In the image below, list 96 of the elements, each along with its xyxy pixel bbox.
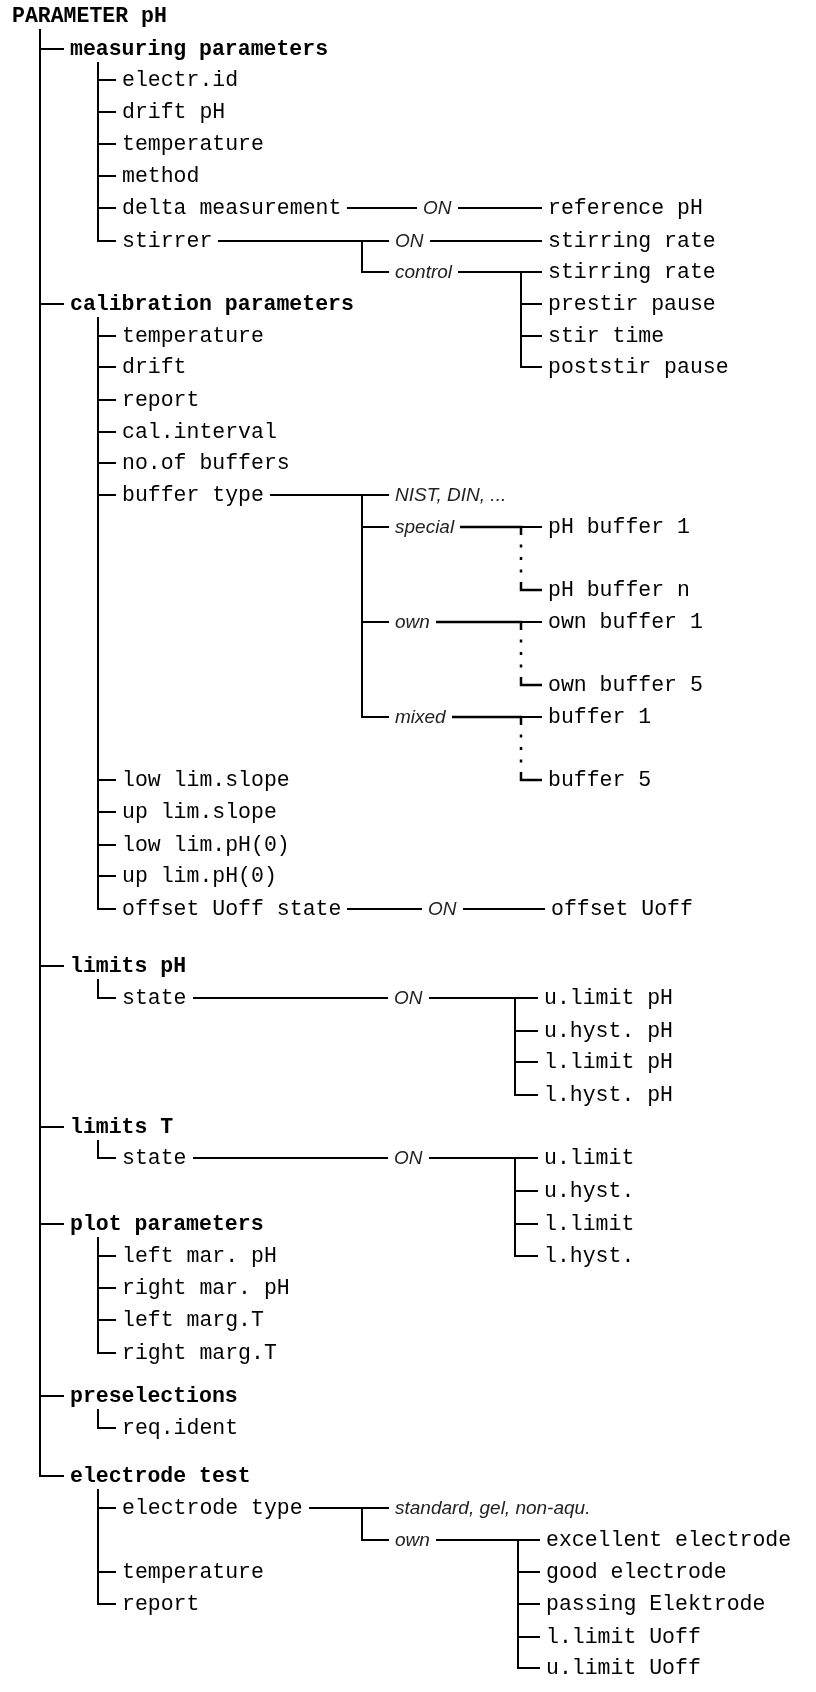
- parameter-label: l.limit pH: [538, 1049, 680, 1076]
- option-label: ON: [417, 195, 458, 222]
- parameter-label: stirrer: [116, 227, 219, 254]
- option-label: ON: [422, 895, 463, 922]
- tree-connector: [457, 271, 543, 368]
- parameter-label: stirring rate: [542, 227, 722, 254]
- parameter-label: state: [116, 985, 193, 1012]
- parameter-label: poststir pause: [542, 354, 735, 381]
- parameter-label: method: [116, 163, 206, 190]
- parameter-label: prestir pause: [542, 291, 722, 318]
- tree-connector: [97, 1408, 117, 1429]
- parameter-label: own buffer 1: [542, 608, 709, 635]
- section-heading: limits pH: [64, 953, 193, 980]
- tree-connector: [192, 1157, 389, 1159]
- parameter-label: report: [116, 387, 206, 414]
- parameter-label: electrode type: [116, 1494, 309, 1521]
- parameter-label: state: [116, 1145, 193, 1172]
- option-label: ON: [389, 227, 430, 254]
- section-heading: limits T: [64, 1113, 180, 1140]
- parameter-label: report: [116, 1590, 206, 1617]
- parameter-label: delta measurement: [116, 195, 348, 222]
- parameter-label: right marg.T: [116, 1339, 283, 1366]
- parameter-label: req.ident: [116, 1414, 245, 1441]
- parameter-label: temperature: [116, 1559, 270, 1586]
- tree-connector: [457, 207, 543, 209]
- section-heading: measuring parameters: [64, 35, 335, 62]
- tree-connector: [97, 1139, 117, 1159]
- parameter-label: temperature: [116, 322, 270, 349]
- tree-connector: [346, 207, 418, 209]
- parameter-label: pH buffer 1: [542, 513, 696, 540]
- option-label: mixed: [389, 703, 452, 730]
- tree-root-label: PARAMETER pH: [6, 3, 173, 29]
- section-heading: plot parameters: [64, 1210, 270, 1237]
- tree-connector: [97, 1488, 117, 1605]
- tree-connector: [97, 1236, 117, 1354]
- tree-connector: [269, 494, 390, 718]
- parameter-label: u.limit: [538, 1145, 641, 1172]
- option-label: special: [389, 513, 461, 540]
- parameter-label: electr.id: [116, 67, 245, 94]
- parameter-label: l.hyst.: [538, 1243, 641, 1270]
- parameter-label: up lim.pH(0): [116, 863, 283, 890]
- tree-connector: [217, 240, 390, 273]
- parameter-label: cal.interval: [116, 418, 283, 445]
- option-label: standard, gel, non-aqu.: [389, 1494, 597, 1521]
- parameter-label: buffer 5: [542, 767, 658, 794]
- parameter-label: excellent electrode: [540, 1526, 798, 1553]
- parameter-label: drift: [116, 354, 193, 381]
- section-heading: electrode test: [64, 1463, 257, 1490]
- option-label: own: [389, 1526, 436, 1553]
- parameter-label: l.hyst. pH: [538, 1082, 680, 1109]
- tree-connector: [346, 908, 423, 910]
- option-label: control: [389, 259, 459, 286]
- parameter-label: left marg.T: [116, 1306, 270, 1333]
- tree-connector: [428, 997, 539, 1096]
- parameter-label: own buffer 5: [542, 672, 709, 699]
- parameter-label: good electrode: [540, 1559, 733, 1586]
- tree-connector: [435, 1539, 541, 1669]
- parameter-label: low lim.pH(0): [116, 831, 296, 858]
- parameter-label: pH buffer n: [542, 577, 696, 604]
- parameter-label: offset Uoff state: [116, 895, 348, 922]
- parameter-label: u.hyst.: [538, 1178, 641, 1205]
- parameter-label: u.limit pH: [538, 985, 680, 1012]
- tree-connector: [460, 525, 542, 592]
- tree-connector: [97, 61, 117, 242]
- parameter-label: no.of buffers: [116, 450, 296, 477]
- parameter-label: stir time: [542, 322, 671, 349]
- parameter-label: left mar. pH: [116, 1243, 283, 1270]
- parameter-label: stirring rate: [542, 259, 722, 286]
- parameter-label: u.hyst. pH: [538, 1017, 680, 1044]
- parameter-label: l.limit: [538, 1210, 641, 1237]
- parameter-label: right mar. pH: [116, 1275, 296, 1302]
- option-label: NIST, DIN, ...: [389, 482, 513, 509]
- parameter-label: drift pH: [116, 99, 232, 125]
- tree-connector: [462, 908, 546, 910]
- parameter-label: l.limit Uoff: [540, 1623, 707, 1650]
- tree-connector: [192, 997, 389, 999]
- tree-connector: [436, 620, 542, 687]
- tree-connector: [308, 1507, 390, 1541]
- option-label: own: [389, 608, 436, 635]
- section-heading: calibration parameters: [64, 291, 360, 318]
- parameter-label: offset Uoff: [545, 895, 699, 922]
- parameter-label: buffer 1: [542, 703, 658, 730]
- parameter-label: up lim.slope: [116, 798, 283, 825]
- parameter-label: reference pH: [542, 195, 709, 222]
- section-heading: preselections: [64, 1383, 244, 1410]
- tree-connector: [429, 240, 543, 242]
- tree-connector: [97, 978, 117, 999]
- option-label: ON: [388, 1145, 429, 1172]
- parameter-label: passing Elektrode: [540, 1590, 772, 1617]
- tree-connector: [452, 715, 542, 782]
- parameter-label: u.limit Uoff: [540, 1655, 707, 1682]
- tree-connector: [428, 1157, 539, 1257]
- parameter-label: temperature: [116, 130, 270, 157]
- option-label: ON: [388, 985, 429, 1012]
- parameter-label: buffer type: [116, 482, 270, 509]
- parameter-label: low lim.slope: [116, 767, 296, 794]
